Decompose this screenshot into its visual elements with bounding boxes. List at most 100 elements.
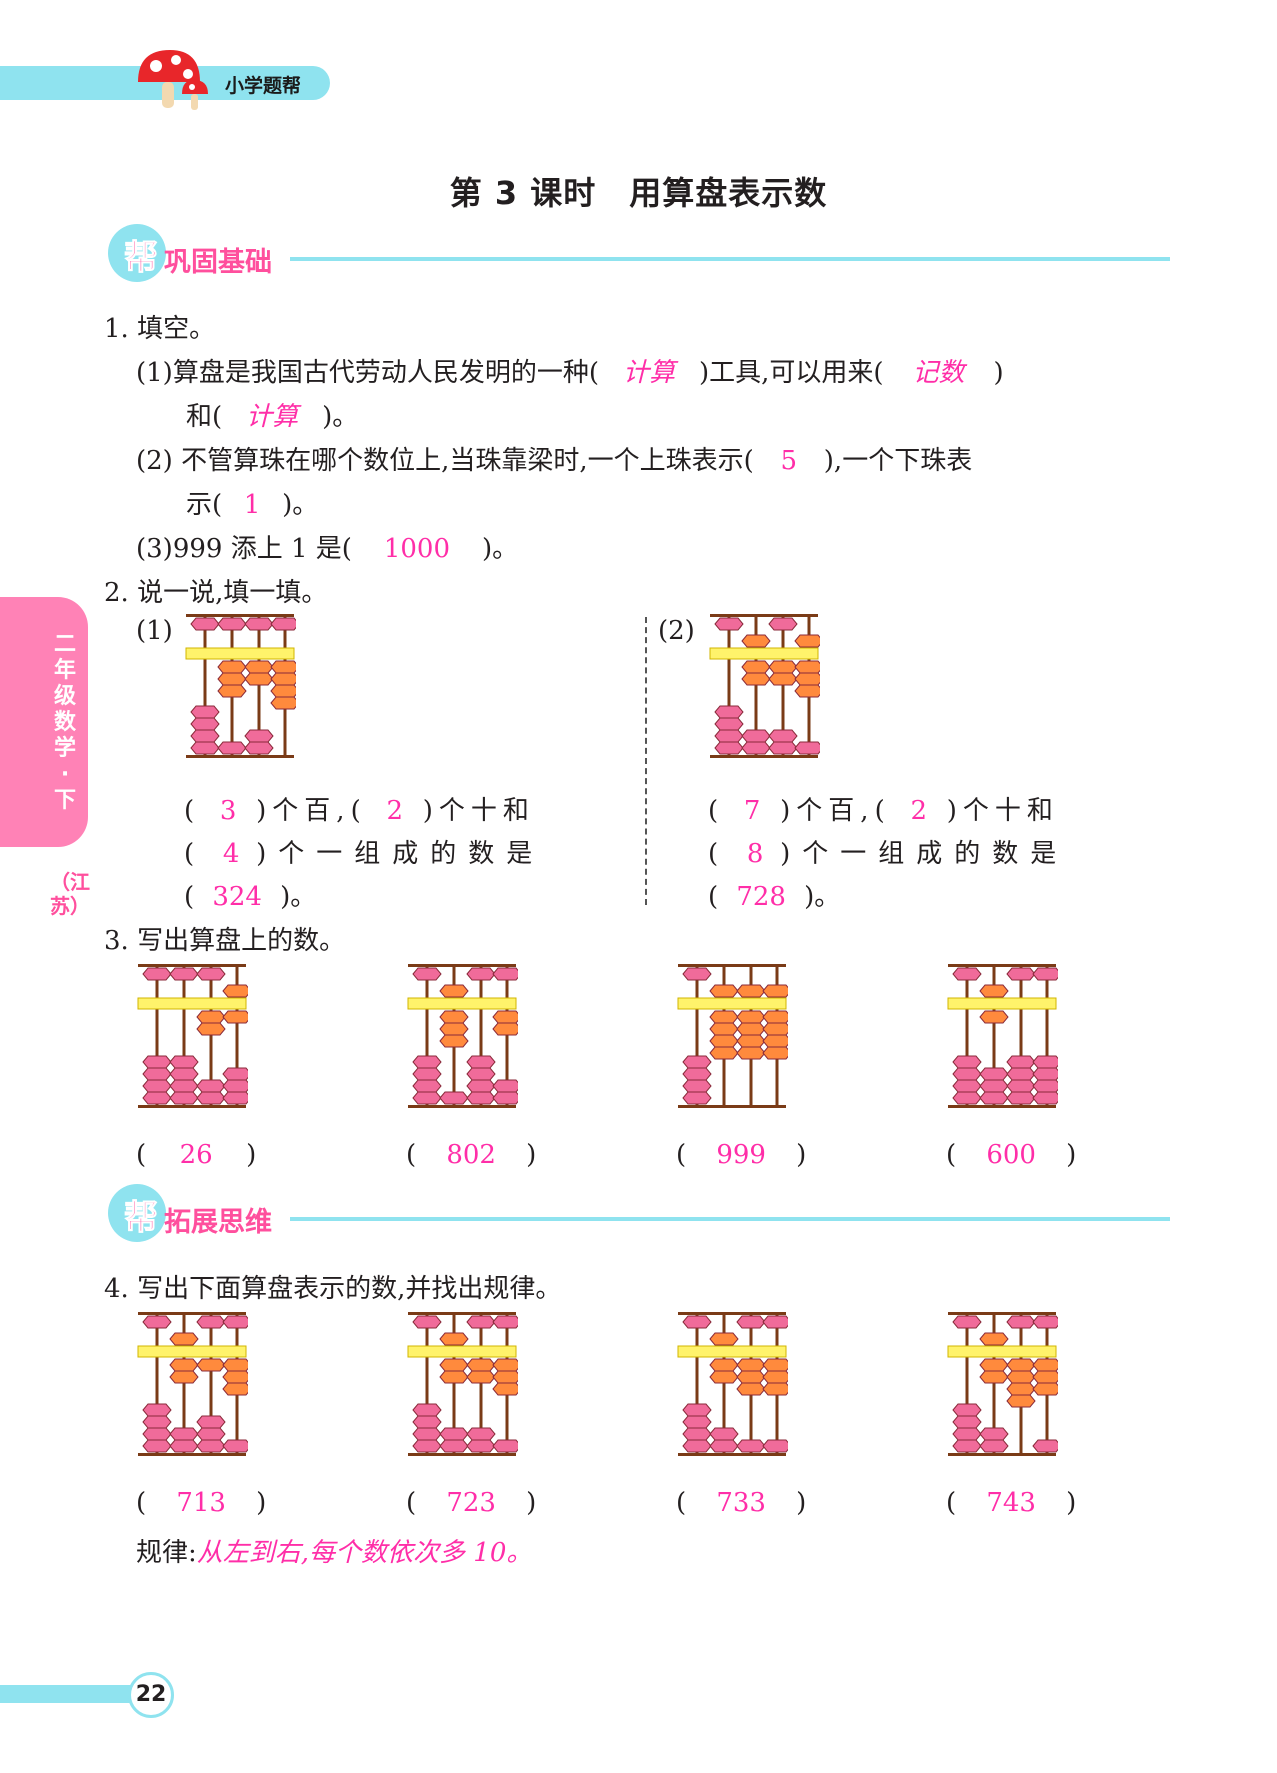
abacus-bottom-bead-active xyxy=(768,660,798,674)
abacus-rod xyxy=(155,966,159,1106)
abacus-bottom-bead xyxy=(244,729,274,743)
abacus-top-bead xyxy=(190,617,220,631)
q1-p1-answer-1: 计算 xyxy=(622,358,675,388)
abacus-top-bead-active xyxy=(439,984,469,998)
abacus-bottom-bead-active xyxy=(270,672,300,686)
q1-p1-text-c: ) xyxy=(993,358,1004,388)
abacus-top-bead-active xyxy=(439,1332,469,1346)
abacus-rod xyxy=(505,966,509,1106)
q2-text-ones: )个一组成的数是 xyxy=(780,839,1069,869)
q2-text-tens: )个十和 xyxy=(422,796,535,826)
abacus-bottom-bead-active xyxy=(217,672,247,686)
abacus-q3-1 xyxy=(136,962,252,1114)
abacus-frame-top xyxy=(186,614,294,617)
section-title: 拓展思维 xyxy=(164,1207,272,1238)
q1-line2: 和(计算)。 xyxy=(186,396,358,433)
abacus-bottom-bead-active xyxy=(244,660,274,674)
abacus-frame-top xyxy=(678,1312,786,1315)
abacus-top-bead-active xyxy=(222,984,252,998)
abacus-bottom-bead xyxy=(196,1091,226,1105)
abacus-bottom-bead xyxy=(142,1427,172,1441)
abacus-rod xyxy=(965,966,969,1106)
abacus-bottom-bead xyxy=(1006,1055,1036,1069)
page-number-bar xyxy=(0,1685,140,1703)
abacus-bottom-bead-active xyxy=(222,1382,252,1396)
paren: ( xyxy=(184,796,201,826)
abacus-bottom-bead-active xyxy=(169,1370,199,1384)
q2-right-ones: 8 xyxy=(746,839,764,869)
abacus-bottom-bead xyxy=(412,1055,442,1069)
abacus-bottom-bead-active xyxy=(270,660,300,674)
abacus-beam xyxy=(677,1345,787,1358)
abacus-top-bead xyxy=(270,617,300,631)
abacus-bottom-bead xyxy=(682,1403,712,1417)
abacus-rod xyxy=(781,616,785,756)
abacus-bottom-bead-active xyxy=(736,1010,766,1024)
abacus-bottom-bead xyxy=(190,729,220,743)
q1-line1: (1)算盘是我国古代劳动人民发明的一种(计算)工具,可以用来(记数) xyxy=(136,352,1004,389)
abacus-rod xyxy=(992,1314,996,1454)
q4-answer-3-row: (733) xyxy=(676,1488,807,1518)
section-bang-label: 帮 xyxy=(124,1198,159,1239)
q3-answer-2-row: (802) xyxy=(406,1140,537,1170)
abacus-rod xyxy=(1019,966,1023,1106)
q4-answer-1: 713 xyxy=(176,1488,226,1518)
q2-left-hundreds: 3 xyxy=(219,796,237,826)
abacus-frame-bottom xyxy=(408,1105,516,1108)
abacus-top-bead xyxy=(142,1315,172,1329)
abacus-bottom-bead xyxy=(190,717,220,731)
q2-text-ones: )个一组成的数是 xyxy=(256,839,545,869)
abacus-drawing xyxy=(677,964,792,1108)
abacus-top-bead xyxy=(952,1315,982,1329)
abacus-drawing xyxy=(407,964,522,1108)
q1-line4: 示(1)。 xyxy=(186,484,318,521)
abacus-bottom-bead xyxy=(142,1403,172,1417)
abacus-bottom-bead-active xyxy=(492,1010,522,1024)
abacus-rod xyxy=(209,1314,213,1454)
abacus-bottom-bead xyxy=(466,1427,496,1441)
q3-answer-3-row: (999) xyxy=(676,1140,807,1170)
abacus-rod xyxy=(209,966,213,1106)
abacus-bottom-bead-active xyxy=(466,1370,496,1384)
abacus-bottom-bead xyxy=(741,741,771,755)
abacus-top-bead-active xyxy=(736,984,766,998)
q2-left-line3: (324)。 xyxy=(184,876,316,913)
abacus-bottom-bead-active xyxy=(709,1358,739,1372)
paren: ( xyxy=(708,796,725,826)
abacus-top-bead xyxy=(169,967,199,981)
abacus-bottom-bead xyxy=(412,1427,442,1441)
abacus-frame-top xyxy=(408,1312,516,1315)
abacus-bottom-bead-active xyxy=(492,1382,522,1396)
abacus-bottom-bead-active xyxy=(1032,1370,1062,1384)
abacus-bottom-bead xyxy=(952,1439,982,1453)
abacus-drawing xyxy=(947,1312,1062,1456)
abacus-bottom-bead xyxy=(439,1091,469,1105)
abacus-bottom-bead-active xyxy=(1006,1394,1036,1408)
abacus-bottom-bead-active xyxy=(762,1022,792,1036)
abacus-bottom-bead xyxy=(222,1091,252,1105)
abacus-beam xyxy=(947,997,1057,1010)
q4-rule-label: 规律: xyxy=(136,1538,197,1568)
abacus-bottom-bead-active xyxy=(492,1358,522,1372)
abacus-bottom-bead xyxy=(466,1439,496,1453)
abacus-bottom-bead xyxy=(142,1415,172,1429)
abacus-rod xyxy=(722,1314,726,1454)
abacus-bottom-bead-active xyxy=(270,684,300,698)
abacus-bottom-bead-active xyxy=(492,1370,522,1384)
abacus-bottom-bead xyxy=(169,1079,199,1093)
abacus-bottom-bead xyxy=(1006,1091,1036,1105)
abacus-rod xyxy=(425,966,429,1106)
abacus-bottom-bead xyxy=(768,729,798,743)
abacus-bottom-bead xyxy=(412,1067,442,1081)
abacus-beam xyxy=(677,997,787,1010)
abacus-rod xyxy=(479,1314,483,1454)
abacus-top-bead-active xyxy=(741,634,771,648)
abacus-bottom-bead xyxy=(952,1067,982,1081)
abacus-bottom-bead xyxy=(709,1427,739,1441)
mushroom-logo-icon xyxy=(138,50,208,110)
lesson-title: 第 3 课时 用算盘表示数 xyxy=(449,174,828,212)
abacus-rod xyxy=(695,1314,699,1454)
abacus-bottom-bead xyxy=(979,1427,1009,1441)
q1-p3-answer: 1000 xyxy=(383,534,451,564)
abacus-bottom-bead-active xyxy=(439,1370,469,1384)
